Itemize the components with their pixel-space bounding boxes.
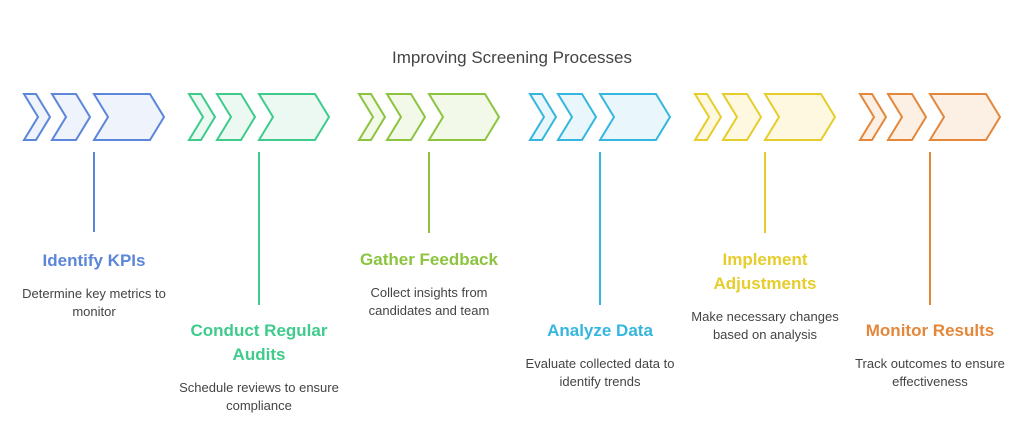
chevron-small-1: [187, 93, 217, 141]
chevron-small-1: [858, 93, 888, 141]
step-analyze-data: Analyze Data Evaluate collected data to …: [515, 319, 685, 391]
step-gather-feedback: Gather Feedback Collect insights from ca…: [344, 248, 514, 320]
step-description: Collect insights from candidates and tea…: [368, 285, 490, 318]
chevron-large: [427, 93, 501, 141]
step-implement-adjustments: Implement Adjustments Make necessary cha…: [680, 248, 850, 344]
chevron-small-1: [22, 93, 52, 141]
step-description: Determine key metrics to monitor: [22, 286, 166, 319]
chevron-large: [928, 93, 1002, 141]
step-title: Conduct Regular Audits: [190, 321, 328, 364]
step-title: Analyze Data: [547, 321, 653, 340]
chevron-small-2: [50, 93, 92, 141]
chevron-small-2: [556, 93, 598, 141]
chevron-small-2: [215, 93, 257, 141]
chevron-large: [598, 93, 672, 141]
chevron-small-1: [528, 93, 558, 141]
step-title: Implement Adjustments: [713, 250, 817, 293]
step-monitor-results: Monitor Results Track outcomes to ensure…: [845, 319, 1015, 391]
step-description: Schedule reviews to ensure compliance: [179, 380, 339, 413]
step-title: Gather Feedback: [360, 250, 498, 269]
step-conduct-regular-audits: Conduct Regular Audits Schedule reviews …: [174, 319, 344, 415]
chevron-small-1: [693, 93, 723, 141]
chevron-small-1: [357, 93, 387, 141]
step-identify-kpis: Identify KPIs Determine key metrics to m…: [9, 249, 179, 321]
step-description: Track outcomes to ensure effectiveness: [855, 356, 1005, 389]
chevron-small-2: [385, 93, 427, 141]
step-title: Monitor Results: [865, 321, 995, 340]
chevron-large: [763, 93, 837, 141]
chevron-large: [257, 93, 331, 141]
step-description: Make necessary changes based on analysis: [691, 309, 839, 342]
step-description: Evaluate collected data to identify tren…: [525, 356, 675, 389]
diagram-title: Improving Screening Processes: [391, 48, 632, 67]
step-title: Identify KPIs: [42, 251, 146, 270]
chevron-large: [92, 93, 166, 141]
chevron-small-2: [886, 93, 928, 141]
chevron-small-2: [721, 93, 763, 141]
